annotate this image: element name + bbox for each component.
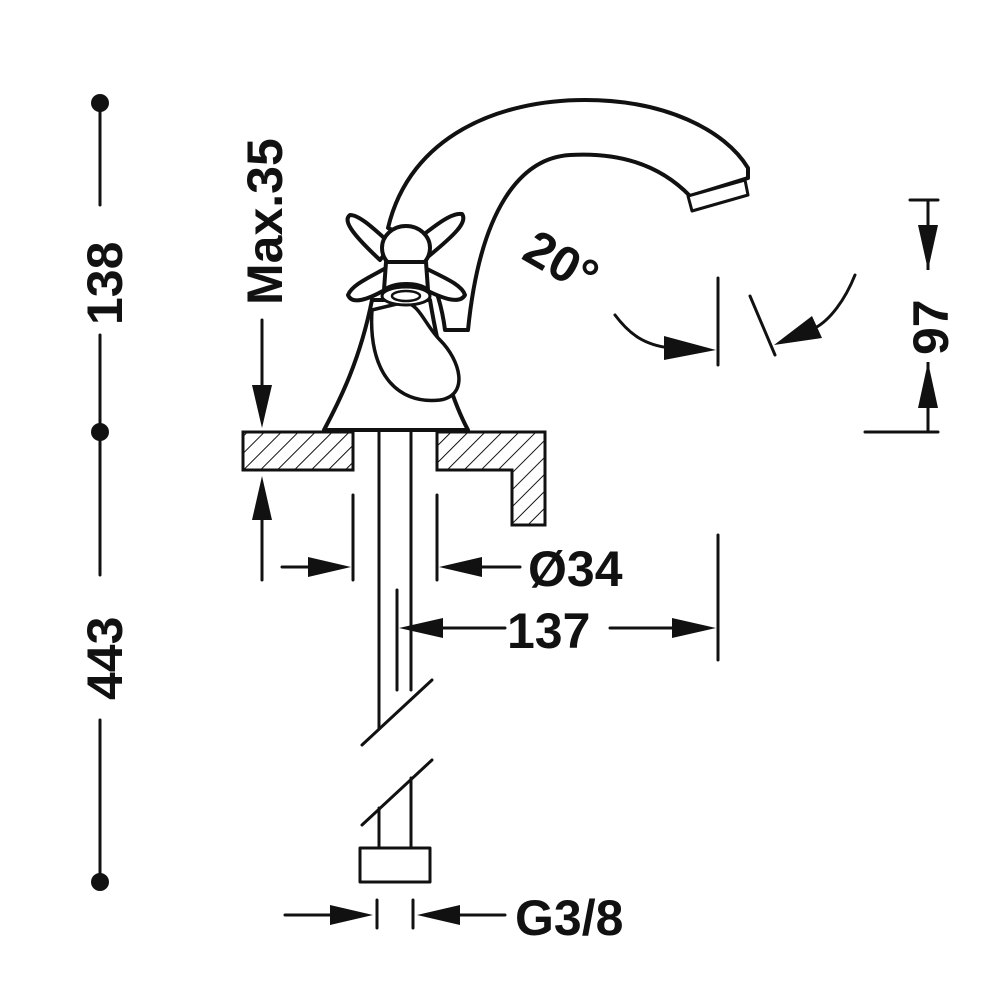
cross-handle	[345, 211, 467, 307]
dim-max-thickness-label: Max.35	[237, 138, 293, 305]
countertop-left	[241, 430, 355, 472]
countertop-section	[241, 430, 547, 527]
hole-diameter-dimension: Ø34	[280, 493, 623, 597]
dim-height-upper-label: 138	[77, 242, 133, 325]
supply-pipe	[358, 430, 434, 884]
handle-collar-inner	[390, 289, 422, 303]
deck-thickness-dimension: Max.35	[237, 138, 293, 582]
faucet-body	[322, 98, 750, 432]
dim-height-lower-label: 443	[77, 617, 133, 700]
handle-stem	[382, 260, 430, 292]
spout-aerator	[686, 178, 750, 213]
faucet-spout	[386, 98, 750, 332]
angle-dimension: 20°	[515, 219, 857, 367]
pipe-break-line-lower	[360, 758, 434, 827]
connection-dimension: G3/8	[283, 890, 623, 946]
spout-height-dimension: 97	[863, 198, 959, 434]
dim-connection-label: G3/8	[515, 890, 623, 946]
vertical-dimension-chain: 138 443	[77, 94, 133, 891]
handle-arm-left-lower	[346, 266, 390, 303]
handle-arm-right-lower	[420, 266, 467, 302]
dim-spout-height-label: 97	[903, 299, 959, 355]
faucet-inner-cap	[369, 300, 461, 403]
dim-hole-diameter-label: Ø34	[528, 541, 623, 597]
spout-reach-dimension: 137	[395, 533, 720, 692]
dim-spout-reach-label: 137	[507, 603, 590, 659]
pipe-break-line-upper	[360, 678, 434, 747]
countertop-right	[435, 430, 547, 527]
dim-angle-label: 20°	[515, 219, 608, 305]
connection-nut	[358, 846, 432, 884]
